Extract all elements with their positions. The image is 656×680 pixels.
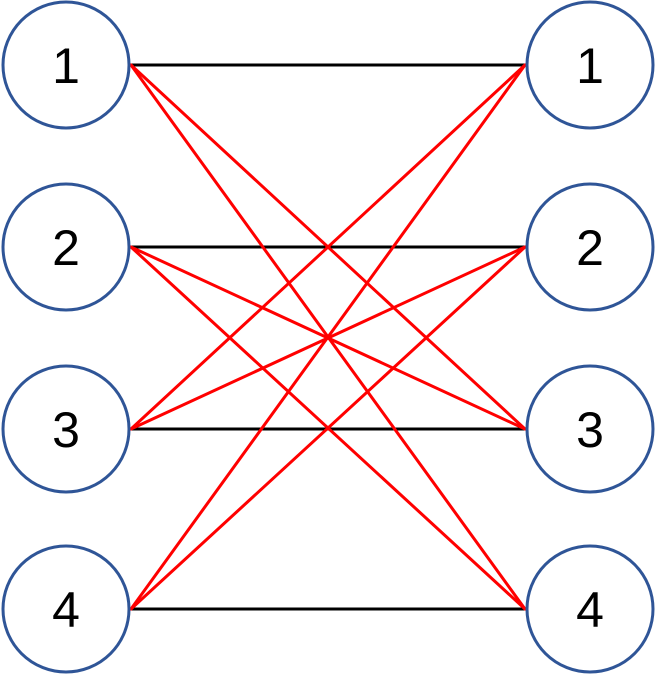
left-node-circle [1,0,131,130]
right-node-label: 3 [576,402,604,458]
right-node-label: 2 [576,220,604,276]
right-node-1: 1 [525,0,655,130]
right-node-circle [525,182,655,312]
right-node-2: 2 [525,182,655,312]
edge-3-to-1 [129,63,527,431]
left-node-4: 4 [1,544,131,674]
right-node-3: 3 [525,364,655,494]
edge-4-to-1 [129,63,527,611]
left-node-1: 1 [1,0,131,130]
right-node-label: 4 [576,582,604,638]
right-node-circle [525,544,655,674]
left-node-3: 3 [1,364,131,494]
right-node-4: 4 [525,544,655,674]
left-node-circle [1,182,131,312]
edges-layer [129,63,527,611]
right-node-circle [525,0,655,130]
edge-4-to-2 [129,245,527,611]
left-node-label: 3 [52,402,80,458]
left-node-circle [1,364,131,494]
left-node-label: 4 [52,582,80,638]
left-node-2: 2 [1,182,131,312]
left-node-label: 2 [52,220,80,276]
right-node-label: 1 [576,38,604,94]
right-node-circle [525,364,655,494]
left-node-label: 1 [52,38,80,94]
left-node-circle [1,544,131,674]
